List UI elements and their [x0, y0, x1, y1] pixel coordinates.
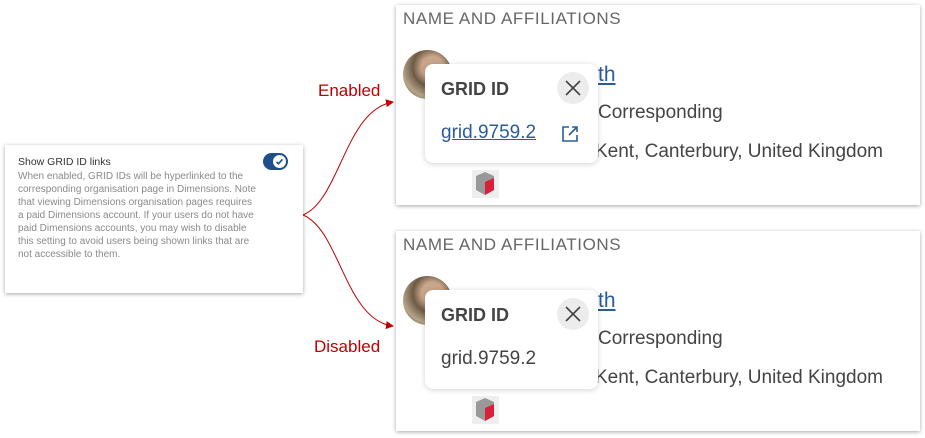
grid-id-text: grid.9759.2 — [441, 348, 537, 369]
grid-logo-icon[interactable] — [472, 396, 499, 424]
enabled-label: Enabled — [318, 81, 381, 100]
panel-enabled: NAME AND AFFILIATIONS th Corresponding K… — [396, 5, 920, 205]
setting-title: Show GRID ID links — [18, 156, 111, 168]
section-header: NAME AND AFFILIATIONS — [403, 235, 622, 254]
close-icon — [565, 80, 581, 96]
grid-id-link[interactable]: grid.9759.2 — [441, 122, 537, 143]
author-name-link[interactable]: th — [598, 289, 616, 312]
author-name-link[interactable]: th — [598, 63, 616, 86]
disabled-label: Disabled — [314, 337, 381, 356]
external-link-icon[interactable] — [560, 124, 580, 144]
author-role: Corresponding — [598, 102, 723, 123]
author-role: Corresponding — [598, 328, 723, 349]
grid-id-popup: GRID ID grid.9759.2 — [425, 290, 598, 389]
popup-title: GRID ID — [441, 305, 510, 325]
close-button[interactable] — [557, 72, 589, 104]
affiliation: Kent, Canterbury, United Kingdom — [595, 367, 883, 388]
popup-title: GRID ID — [441, 79, 510, 99]
arrow-enabled — [302, 99, 394, 216]
panel-disabled: NAME AND AFFILIATIONS th Corresponding K… — [396, 231, 920, 431]
close-icon — [565, 306, 581, 322]
affiliation: Kent, Canterbury, United Kingdom — [595, 141, 883, 162]
section-header: NAME AND AFFILIATIONS — [403, 9, 622, 28]
check-icon — [273, 155, 286, 168]
setting-card: Show GRID ID links When enabled, GRID ID… — [5, 145, 303, 293]
close-button[interactable] — [557, 298, 589, 330]
grid-logo-icon[interactable] — [472, 170, 499, 198]
grid-id-popup: GRID ID grid.9759.2 — [425, 64, 598, 163]
setting-description: When enabled, GRID IDs will be hyperlink… — [18, 171, 256, 260]
arrow-disabled — [302, 214, 394, 330]
grid-links-toggle[interactable] — [263, 153, 288, 170]
